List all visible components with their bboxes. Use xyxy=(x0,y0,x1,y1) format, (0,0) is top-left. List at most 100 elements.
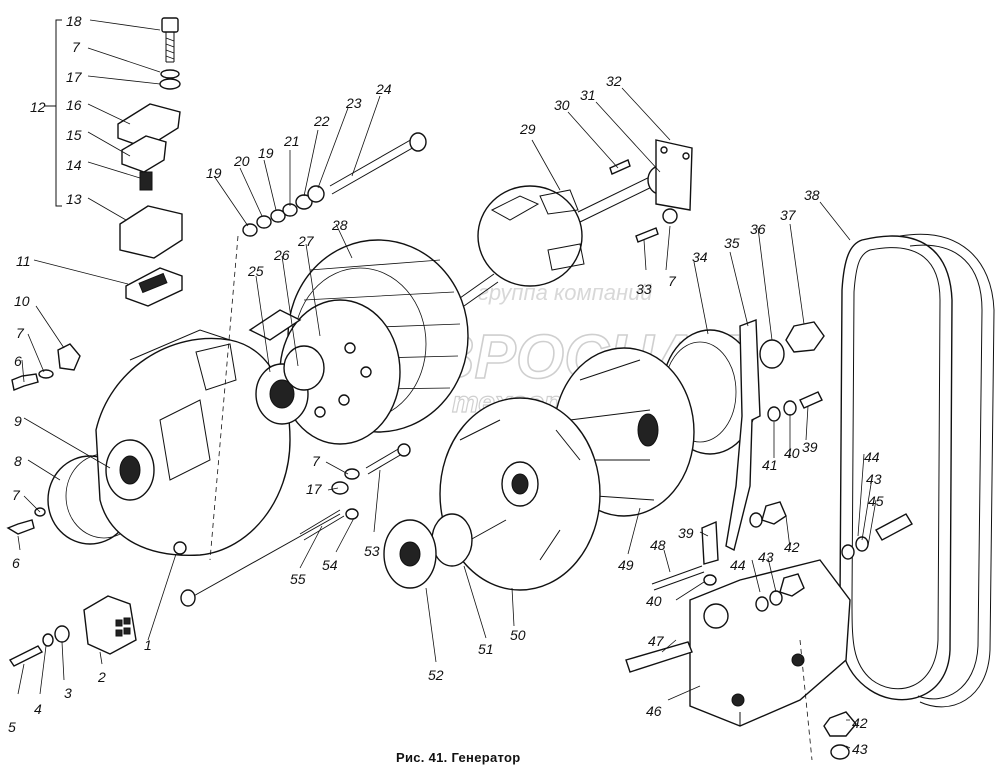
label-26: 26 xyxy=(273,247,290,263)
clip-10 xyxy=(57,343,81,371)
label-34: 34 xyxy=(692,249,708,265)
label-53: 53 xyxy=(364,543,380,559)
label-1: 1 xyxy=(144,637,152,653)
nut-37 xyxy=(785,321,825,353)
label-6: 6 xyxy=(14,353,22,369)
label-44: 44 xyxy=(864,449,880,465)
bolt-18 xyxy=(161,17,179,63)
stud-48 xyxy=(651,565,705,591)
nut-42-mid xyxy=(779,573,805,597)
label-42: 42 xyxy=(784,539,800,555)
brush-holder-plate-16 xyxy=(117,103,181,149)
label-4: 4 xyxy=(34,701,42,717)
bolt-45 xyxy=(875,513,913,541)
pin-47 xyxy=(625,641,693,673)
figure-caption: Рис. 41. Генератор xyxy=(396,750,521,765)
label-7: 7 xyxy=(16,325,25,341)
label-43: 43 xyxy=(852,741,868,757)
front-housing-50 xyxy=(439,397,601,591)
key-30 xyxy=(609,159,631,175)
label-48: 48 xyxy=(650,537,666,553)
washer-36 xyxy=(759,339,785,369)
washer-43-mid xyxy=(769,590,783,606)
washer-20 xyxy=(256,215,272,229)
label-33: 33 xyxy=(636,281,652,297)
label-2: 2 xyxy=(97,669,106,685)
label-13: 13 xyxy=(66,191,82,207)
washer-40-lower xyxy=(703,574,717,586)
label-19: 19 xyxy=(206,165,222,181)
label-8: 8 xyxy=(14,453,22,469)
screw-5 xyxy=(8,645,44,667)
label-43: 43 xyxy=(758,549,774,565)
washer-4 xyxy=(42,633,54,647)
screw-53 xyxy=(365,447,403,475)
washer-54 xyxy=(345,508,359,520)
label-7: 7 xyxy=(12,487,21,503)
label-5: 5 xyxy=(8,719,16,735)
label-16: 16 xyxy=(66,97,82,113)
brush-14 xyxy=(139,171,153,191)
rectifier-tab xyxy=(248,309,302,341)
screw-33 xyxy=(635,227,659,243)
label-42: 42 xyxy=(852,715,868,731)
label-17: 17 xyxy=(66,69,83,85)
washer-19a xyxy=(242,223,258,237)
label-36: 36 xyxy=(750,221,766,237)
label-46: 46 xyxy=(646,703,662,719)
bracket-46 xyxy=(689,559,851,727)
label-47: 47 xyxy=(648,633,665,649)
washer-17-top xyxy=(159,78,181,90)
label-55: 55 xyxy=(290,571,306,587)
label-27: 27 xyxy=(297,233,315,249)
label-24: 24 xyxy=(375,81,392,97)
washer-7-mid xyxy=(344,468,360,480)
label-37: 37 xyxy=(780,207,797,223)
label-43: 43 xyxy=(866,471,882,487)
label-7: 7 xyxy=(668,273,677,289)
label-19: 19 xyxy=(258,145,274,161)
washer-40 xyxy=(783,400,797,416)
bolt-39-lower xyxy=(701,520,719,565)
tie-bolt-55 xyxy=(189,513,341,599)
screw-6-lower xyxy=(6,519,35,535)
group-12-bracket xyxy=(55,19,62,207)
washer-44-mid xyxy=(755,596,769,612)
label-44: 44 xyxy=(730,557,746,573)
washer-7-rotor xyxy=(662,208,678,224)
label-28: 28 xyxy=(331,217,348,233)
label-22: 22 xyxy=(313,113,330,129)
nut-42-upper xyxy=(761,501,787,525)
label-7: 7 xyxy=(72,39,81,55)
label-20: 20 xyxy=(233,153,250,169)
label-40: 40 xyxy=(784,445,800,461)
label-32: 32 xyxy=(606,73,622,89)
screw-6-upper xyxy=(11,373,39,391)
washer-7-top xyxy=(160,69,180,79)
rotor-shaft xyxy=(459,273,499,307)
label-25: 25 xyxy=(247,263,264,279)
label-40: 40 xyxy=(646,593,662,609)
label-39: 39 xyxy=(678,525,694,541)
label-52: 52 xyxy=(428,667,444,683)
spacer-51 xyxy=(431,513,473,567)
label-15: 15 xyxy=(66,127,82,143)
label-10: 10 xyxy=(14,293,30,309)
label-6: 6 xyxy=(12,555,20,571)
fan-belts-38 xyxy=(838,233,995,708)
washer-43-bottom xyxy=(830,744,850,760)
label-7: 7 xyxy=(312,453,321,469)
label-38: 38 xyxy=(804,187,820,203)
label-51: 51 xyxy=(478,641,494,657)
rotor-29 xyxy=(459,171,663,307)
label-50: 50 xyxy=(510,627,526,643)
tension-bar-35 xyxy=(725,319,761,552)
label-14: 14 xyxy=(66,157,82,173)
bearing-26 xyxy=(283,345,325,391)
washer-7-left xyxy=(38,369,54,379)
rear-housing-1 xyxy=(95,329,291,557)
tie-bolt-55-head xyxy=(180,589,196,607)
label-35: 35 xyxy=(724,235,740,251)
label-3: 3 xyxy=(64,685,72,701)
label-12: 12 xyxy=(30,99,46,115)
